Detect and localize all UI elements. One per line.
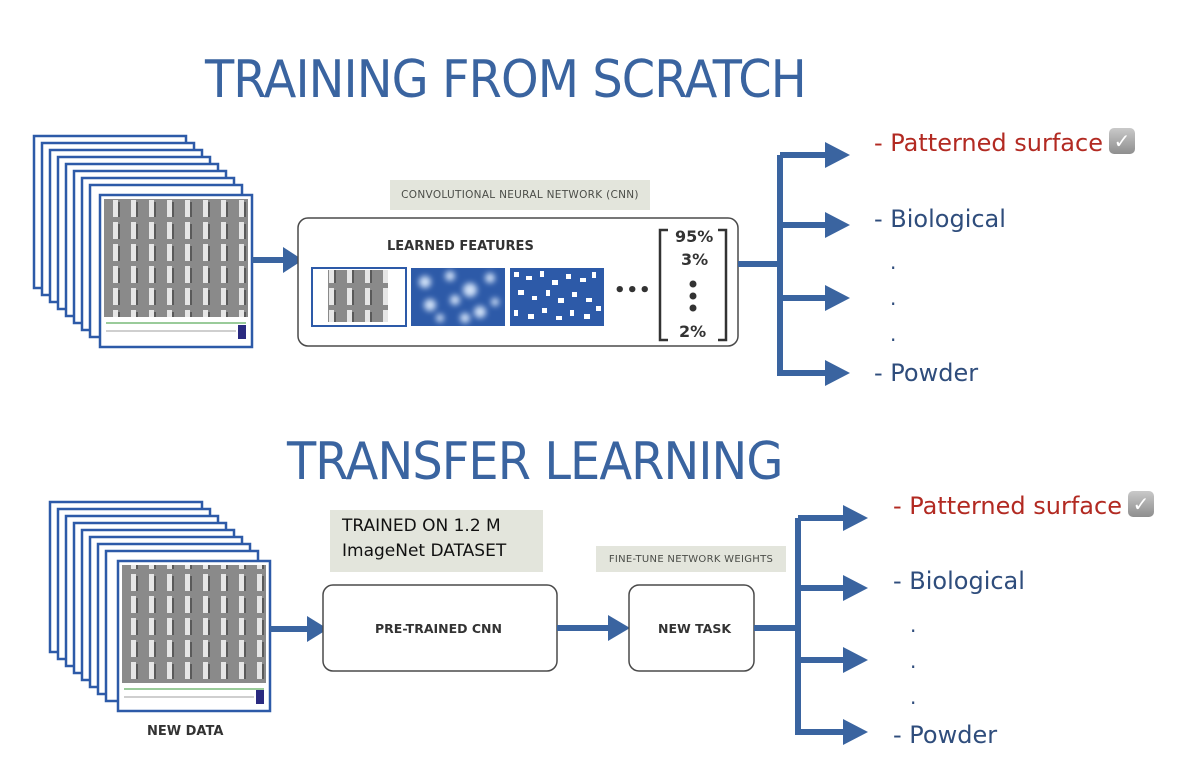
- bottom-image-stack: [48, 500, 272, 713]
- feature-ellipsis: •••: [614, 280, 652, 301]
- feature-map-3: [510, 268, 604, 326]
- left-bracket: [658, 228, 668, 342]
- top-title: TRAINING FROM SCRATCH: [205, 50, 807, 110]
- trained-on-line2: ImageNet DATASET: [342, 541, 507, 561]
- bottom-output-powder: - Powder: [893, 721, 998, 749]
- feature-map-2: [411, 268, 505, 326]
- fine-tune-label: FINE-TUNE NETWORK WEIGHTS: [596, 546, 786, 572]
- top-dot-2: .: [890, 286, 897, 310]
- prob-3: 3%: [681, 250, 709, 269]
- bottom-dot-3: .: [910, 685, 917, 709]
- prob-2: 2%: [679, 322, 707, 341]
- top-output-biological: - Biological: [874, 205, 1006, 233]
- top-dot-3: .: [890, 322, 897, 346]
- checkmark-icon: ✓: [1108, 128, 1135, 154]
- top-output-patterned: - Patterned surface✓: [874, 128, 1135, 157]
- middle-arrow: [608, 615, 630, 641]
- checkmark-icon: ✓: [1127, 491, 1154, 517]
- top-input-arrow: [283, 247, 303, 273]
- bottom-input-arrow: [307, 616, 328, 642]
- bottom-dot-2: .: [910, 649, 917, 673]
- pretrained-cnn-label: PRE-TRAINED CNN: [375, 621, 502, 636]
- new-task-label: NEW TASK: [658, 621, 732, 636]
- top-output-powder: - Powder: [874, 359, 979, 387]
- right-bracket: [718, 228, 728, 342]
- learned-features-label: LEARNED FEATURES: [387, 239, 534, 254]
- cnn-label: CONVOLUTIONAL NEURAL NETWORK (CNN): [390, 180, 650, 210]
- bottom-dot-1: .: [910, 613, 917, 637]
- top-dot-1: .: [890, 250, 897, 274]
- sem-image: [104, 199, 248, 317]
- bottom-output-patterned: - Patterned surface✓: [893, 491, 1154, 520]
- new-data-label: NEW DATA: [147, 724, 224, 739]
- prob-95: 95%: [675, 227, 714, 246]
- trained-on-box: TRAINED ON 1.2 M ImageNet DATASET: [330, 510, 543, 572]
- trained-on-line1: TRAINED ON 1.2 M: [342, 516, 501, 536]
- sem-image-bottom: [122, 565, 266, 683]
- bottom-title: TRANSFER LEARNING: [287, 432, 783, 492]
- bottom-output-biological: - Biological: [893, 567, 1025, 595]
- top-image-stack: [32, 134, 254, 349]
